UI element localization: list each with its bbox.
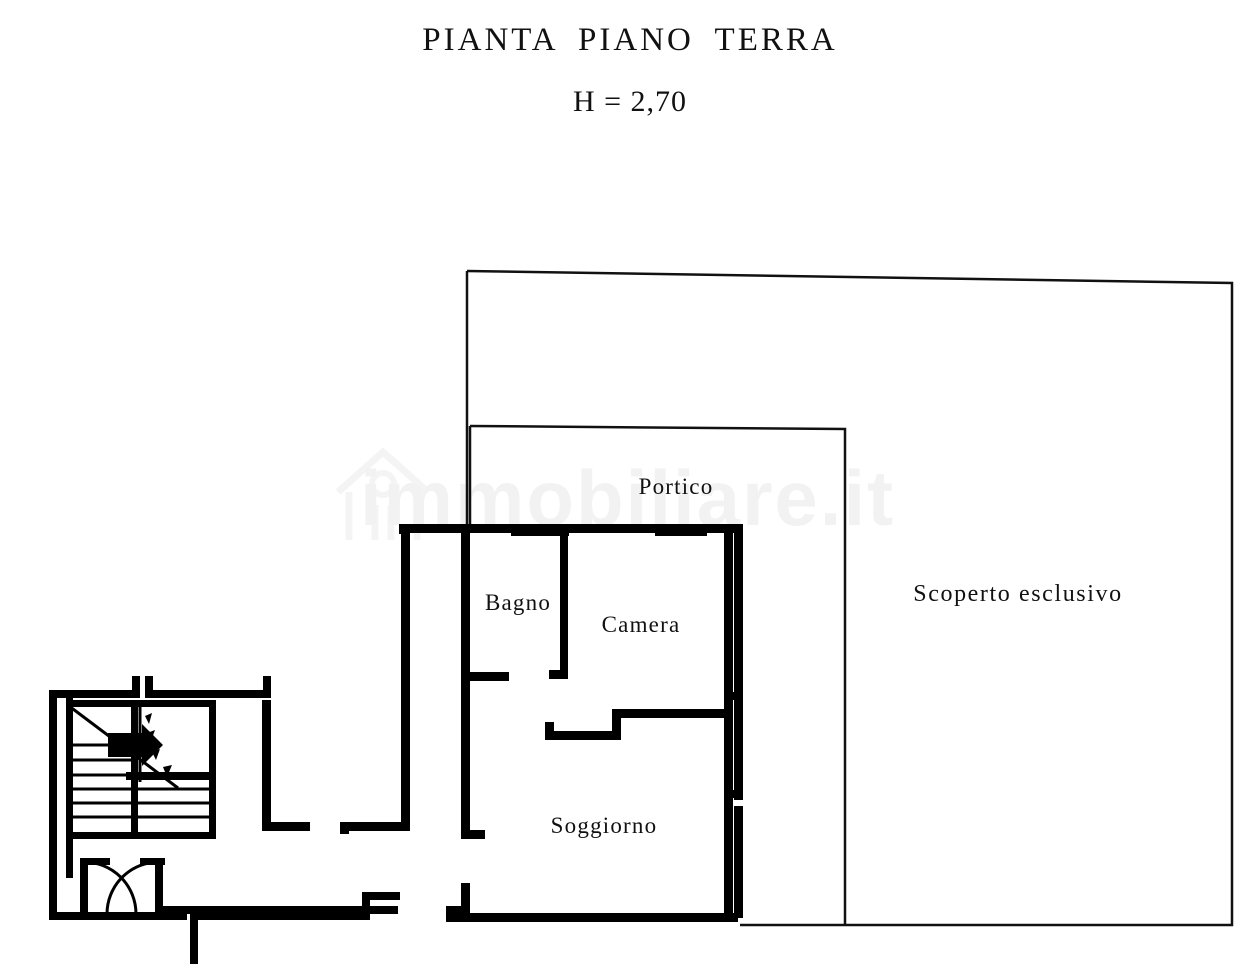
stair-treads [66, 743, 216, 819]
room-label-camera: Camera [602, 612, 681, 637]
lot-boundary [465, 269, 1234, 927]
room-label-soggiorno: Soggiorno [551, 813, 658, 838]
stair-landing [126, 772, 216, 832]
house-walls [340, 524, 743, 922]
stair-riser-ticks [145, 713, 172, 777]
room-label-bagno: Bagno [485, 590, 551, 615]
entry-double-door [80, 858, 165, 915]
room-label-scoperto-esclusivo: Scoperto esclusivo [913, 581, 1122, 607]
room-label-portico: Portico [639, 474, 714, 499]
stair-block [49, 676, 310, 920]
portico-outline [468, 424, 847, 925]
bottom-left-walls [163, 892, 400, 964]
